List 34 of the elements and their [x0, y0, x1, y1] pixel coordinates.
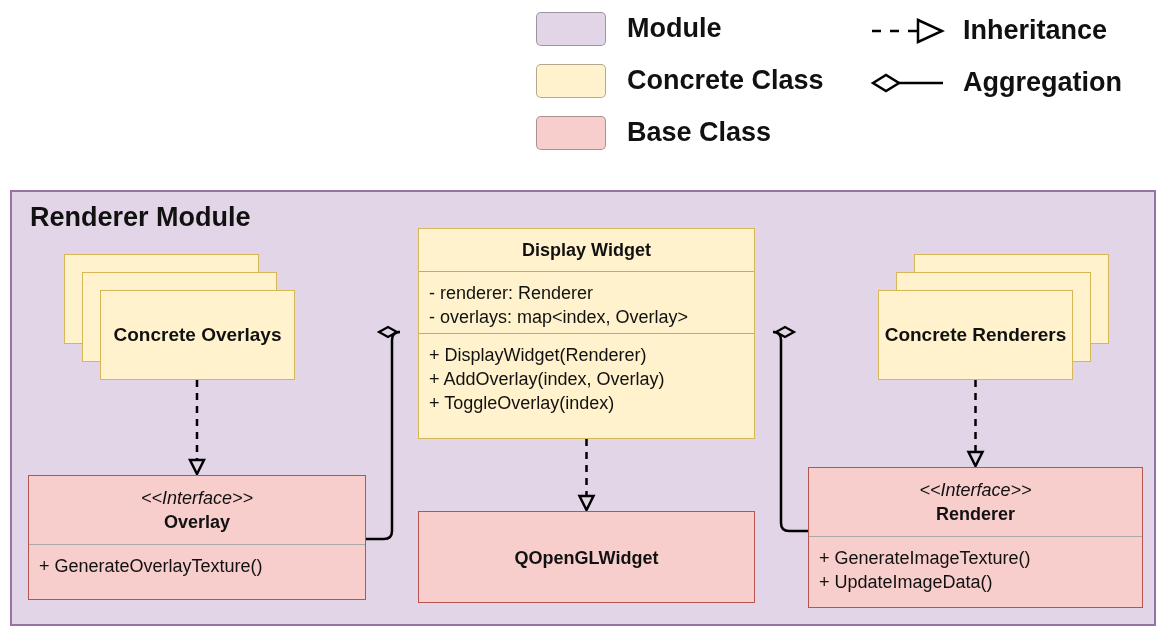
class-box [418, 228, 755, 439]
legend-label: Base Class [627, 117, 772, 148]
class-box [100, 290, 295, 380]
class-name: Overlay [163, 511, 231, 534]
class-member: + UpdateImageData() [819, 571, 994, 594]
class-name: Renderer [936, 503, 1015, 526]
class-name: Concrete Renderers [884, 323, 1067, 347]
class-box [878, 290, 1073, 380]
inheritance-arrow [188, 380, 206, 476]
aggregation-connector [771, 325, 808, 533]
class-name: Concrete Overlays [113, 323, 282, 347]
inheritance-arrow [578, 439, 595, 512]
class-box [418, 511, 755, 603]
class-member: - overlays: map<index, Overlay> [429, 306, 690, 329]
module-title: Renderer Module [30, 201, 251, 234]
stereotype-label: <<Interface>> [140, 487, 254, 510]
legend-label: Inheritance [963, 15, 1108, 46]
class-box [28, 475, 366, 600]
class-name: QOpenGLWidget [514, 547, 659, 570]
legend-label: Aggregation [963, 67, 1122, 98]
class-member: + GenerateImageTexture() [819, 547, 1032, 570]
class-member: + ToggleOverlay(index) [429, 392, 616, 415]
inheritance-arrow [967, 380, 984, 468]
class-member: + AddOverlay(index, Overlay) [429, 368, 666, 391]
class-box [808, 467, 1143, 608]
class-member: + DisplayWidget(Renderer) [429, 344, 648, 367]
legend-label: Concrete Class [627, 65, 824, 96]
legend-label: Module [627, 13, 722, 44]
module-container [10, 190, 1156, 626]
aggregation-connector [366, 325, 402, 541]
stereotype-label: <<Interface>> [919, 479, 1032, 502]
class-member: - renderer: Renderer [429, 282, 595, 305]
class-member: + GenerateOverlayTexture() [39, 555, 264, 578]
class-name: Display Widget [522, 239, 651, 262]
